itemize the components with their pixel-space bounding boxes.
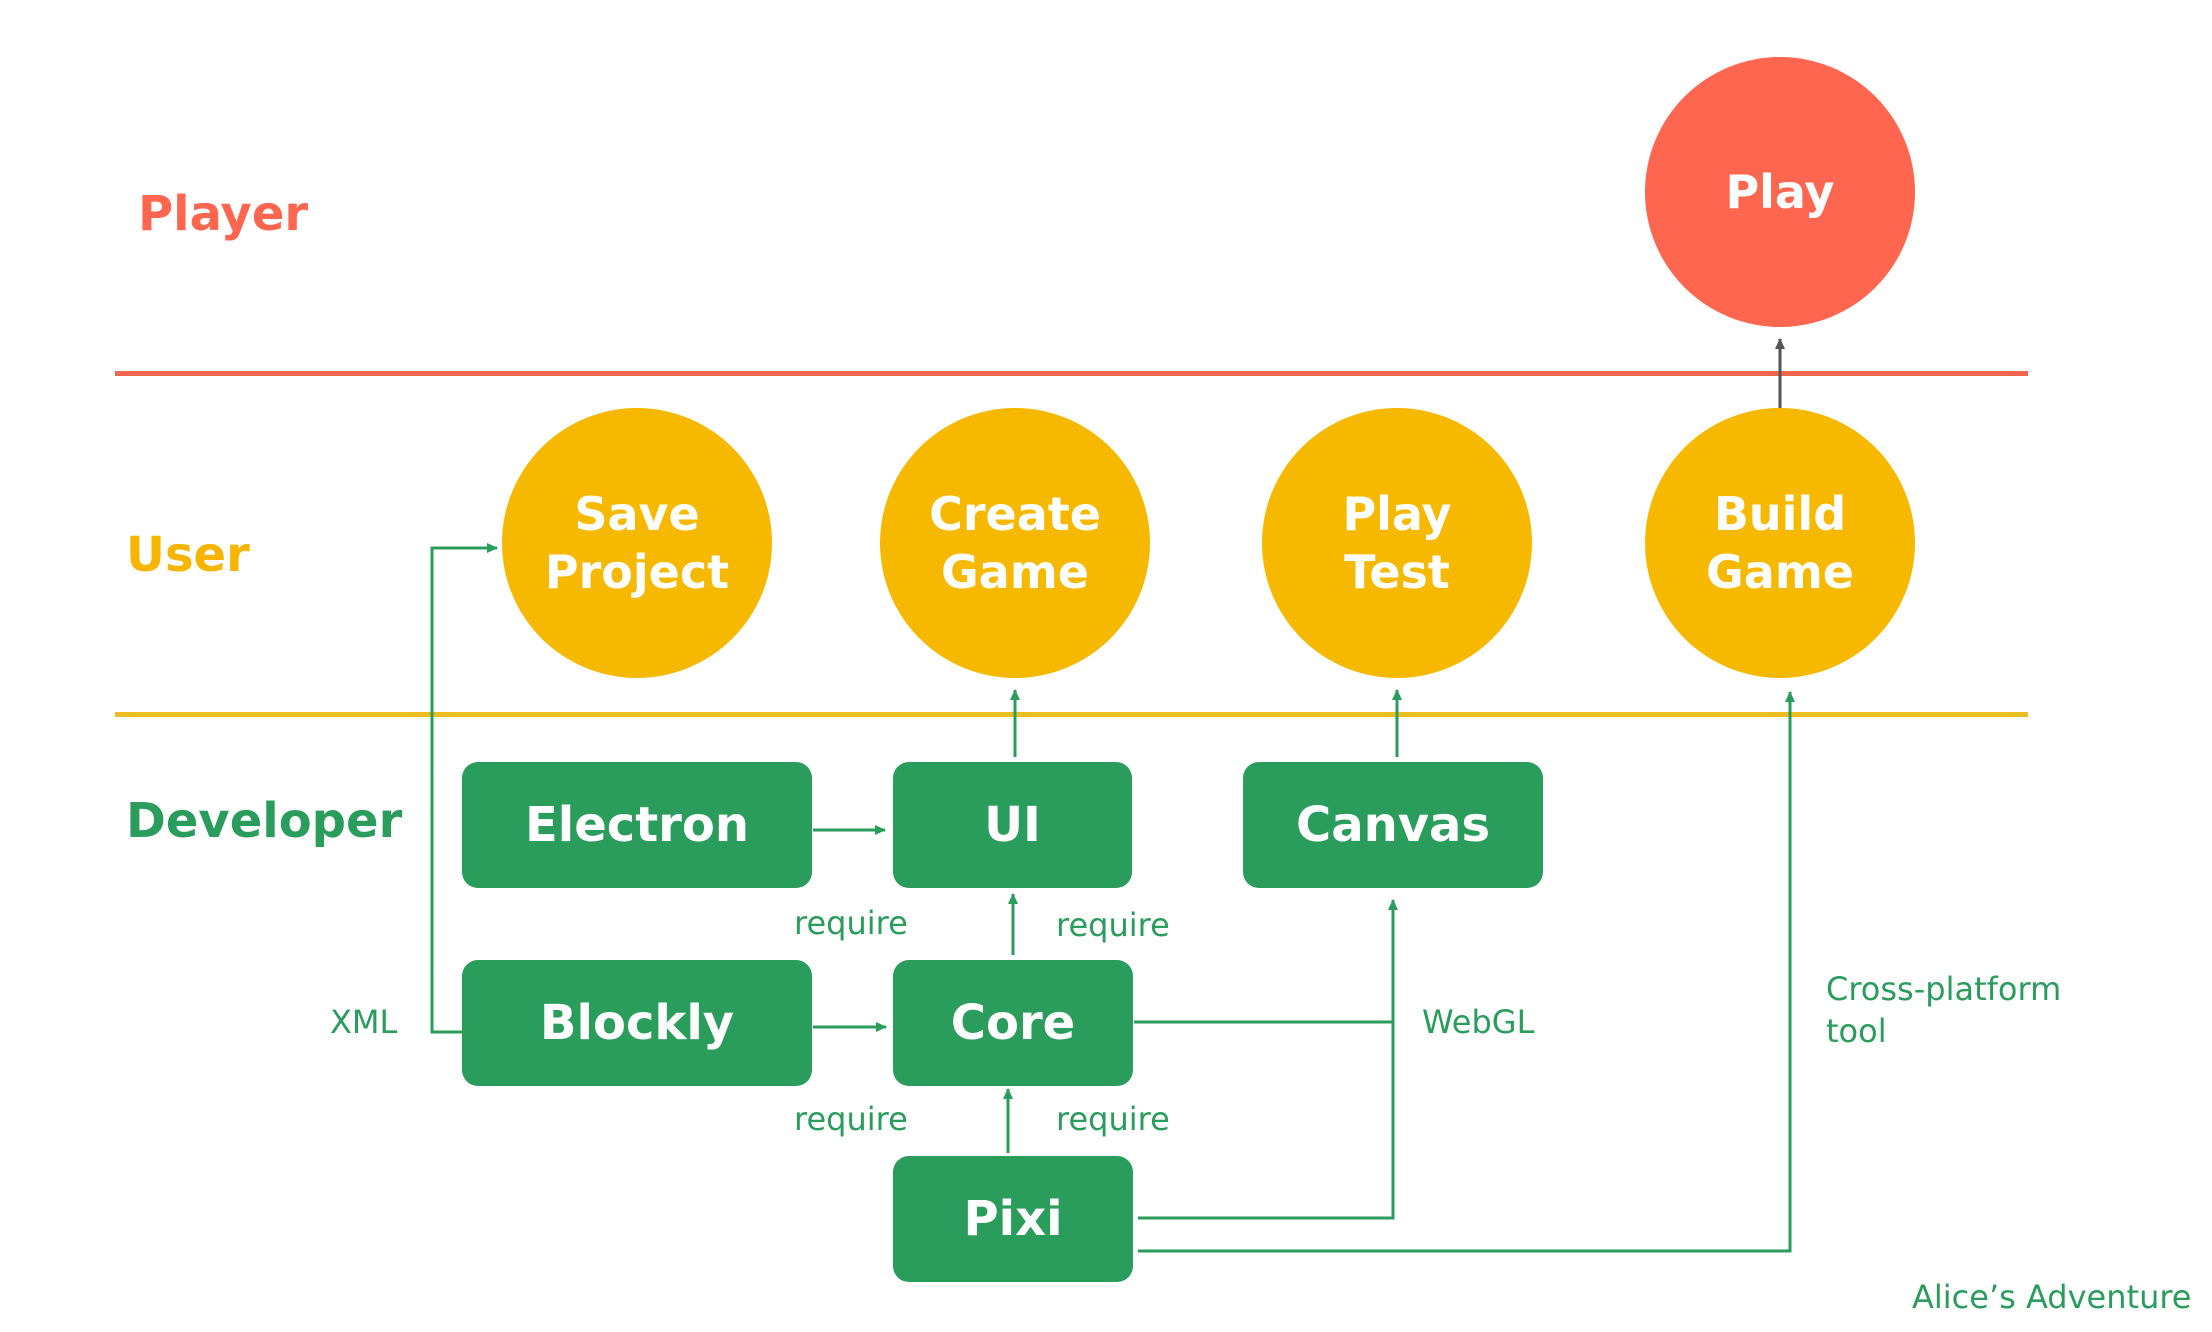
create-game-node: Create Game <box>880 408 1150 678</box>
play-node: Play <box>1645 57 1915 327</box>
edge-label-webgl: WebGL <box>1422 1003 1535 1041</box>
edge-pixi-to-canvas <box>1138 899 1398 1220</box>
edge-label-xml: XML <box>330 1003 398 1041</box>
edge-label-cross-platform: Cross-platform tool <box>1826 970 2062 1050</box>
tier-label-user: User <box>126 527 250 583</box>
play-test-node: Play Test <box>1262 408 1532 678</box>
edge-label-require-core-ui: require <box>1056 906 1170 944</box>
blockly-node: Blockly <box>462 960 812 1086</box>
pixi-node: Pixi <box>893 1156 1133 1282</box>
player-user-divider <box>115 371 2028 376</box>
edge-blockly-to-save-project <box>430 543 498 1034</box>
ui-node: UI <box>893 762 1132 888</box>
electron-node: Electron <box>462 762 812 888</box>
edge-label-require-electron-ui: require <box>794 904 908 942</box>
core-node: Core <box>893 960 1133 1086</box>
build-game-node: Build Game <box>1645 408 1915 678</box>
edge-pixi-to-build-game <box>1138 691 1795 1253</box>
tier-label-developer: Developer <box>126 793 403 849</box>
save-project-node: Save Project <box>502 408 772 678</box>
edge-label-require-blockly-core: require <box>794 1100 908 1138</box>
footer-credit: Alice’s Adventure <box>1912 1278 2192 1316</box>
user-developer-divider <box>115 712 2028 717</box>
tier-label-player: Player <box>138 186 309 242</box>
canvas-node: Canvas <box>1243 762 1543 888</box>
edge-label-require-pixi-core: require <box>1056 1100 1170 1138</box>
